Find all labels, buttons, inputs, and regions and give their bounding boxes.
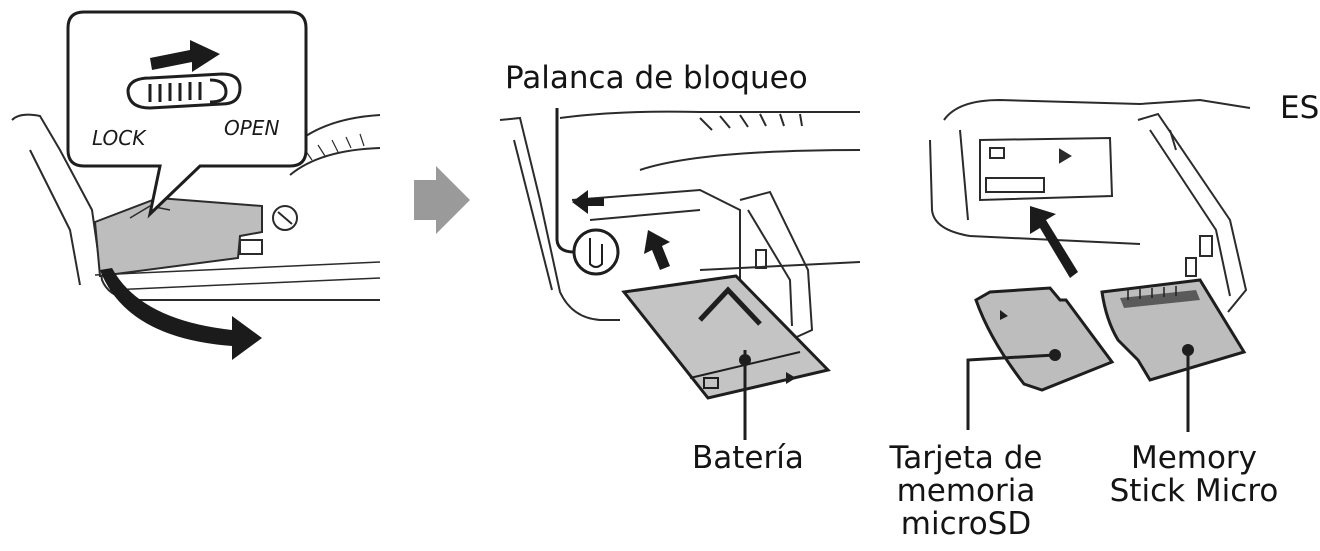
memory-stick-label: Memory Stick Micro <box>1106 442 1282 508</box>
page-language-label: ES <box>1280 90 1320 126</box>
battery-door <box>93 196 263 278</box>
open-door-arrow-icon <box>100 268 262 360</box>
microsd-leader <box>966 353 1056 430</box>
microsd-card-shape <box>974 286 1115 392</box>
panel3-camera <box>929 98 1251 313</box>
microsd-label-line-3: microSD <box>900 506 1032 542</box>
memory-stick-label-line-1: Memory <box>1130 440 1258 476</box>
microsd-label-line-2: memoria <box>896 473 1036 509</box>
insert-battery-arrow-icon <box>644 230 670 270</box>
battery-shape <box>621 274 831 400</box>
insert-card-arrow-icon <box>1030 206 1078 278</box>
push-lever-arrow-icon <box>572 190 604 214</box>
lock-lever-leader <box>555 108 575 254</box>
microsd-label: Tarjeta de memoria microSD <box>878 442 1054 541</box>
open-label: OPEN <box>224 116 280 140</box>
slide-right-arrow-icon <box>150 40 220 72</box>
callout-bubble <box>66 10 308 219</box>
panel2-camera <box>499 110 861 341</box>
battery-label: Batería <box>692 440 804 476</box>
memory-stick-label-line-2: Stick Micro <box>1109 473 1279 509</box>
lock-switch <box>126 72 242 110</box>
microsd-label-line-1: Tarjeta de <box>889 440 1043 476</box>
lock-label: LOCK <box>92 126 146 150</box>
memory-stick-micro-shape <box>1100 278 1247 382</box>
lock-lever-label: Palanca de bloqueo <box>505 60 808 96</box>
next-step-arrow-icon <box>414 166 470 234</box>
